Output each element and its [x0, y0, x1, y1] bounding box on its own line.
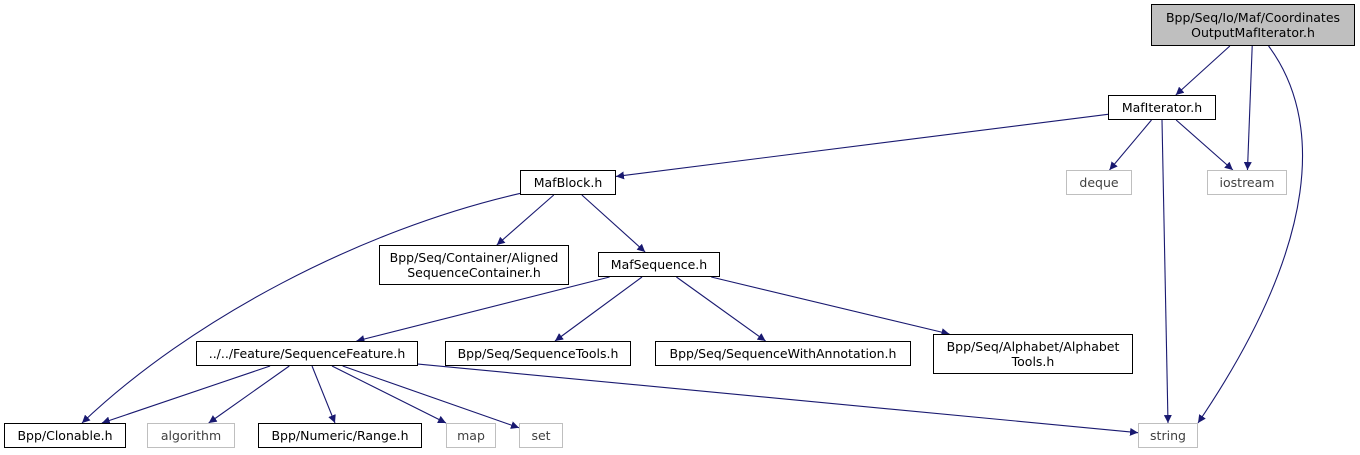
node-maf-sequence[interactable]: MafSequence.h [598, 252, 720, 277]
edge-seqfeature-to-string [417, 363, 1139, 436]
node-label-line: map [457, 428, 485, 443]
node-range[interactable]: Bpp/Numeric/Range.h [258, 423, 422, 448]
edge-seqfeature-to-range [311, 365, 336, 424]
edge-root-to-mafiter [1175, 45, 1231, 96]
edge-mafiter-to-mafblock [615, 113, 1109, 180]
node-set: set [519, 423, 563, 448]
node-label-line: MafBlock.h [533, 175, 603, 190]
edge-seqfeature-to-set [342, 365, 520, 429]
node-label-line: MafSequence.h [610, 257, 708, 272]
node-alphabet-tools[interactable]: Bpp/Seq/Alphabet/Alphabet Tools.h [933, 334, 1133, 374]
edge-mafseq-to-seqtools [554, 276, 643, 342]
node-string: string [1138, 423, 1198, 448]
edge-mafblock-to-clonable [81, 192, 521, 424]
node-algorithm: algorithm [147, 423, 235, 448]
edge-root-to-iostream [1243, 45, 1253, 171]
node-aligned-sequence-container[interactable]: Bpp/Seq/Container/Aligned SequenceContai… [379, 245, 569, 285]
edge-root-to-string [1197, 45, 1304, 424]
node-label-line: Bpp/Seq/Container/Aligned [389, 250, 559, 265]
node-label-line: Bpp/Seq/SequenceTools.h [457, 346, 619, 361]
node-iostream: iostream [1207, 170, 1287, 195]
edge-mafblock-to-mafseq [581, 194, 646, 253]
node-label-line: ../../Feature/SequenceFeature.h [208, 346, 406, 361]
node-label-line: Bpp/Seq/Io/Maf/Coordinates [1165, 10, 1341, 25]
edge-mafiter-to-deque [1109, 119, 1152, 171]
node-sequence-with-annotation[interactable]: Bpp/Seq/SequenceWithAnnotation.h [655, 341, 911, 366]
edge-seqfeature-to-algorithm [208, 365, 290, 424]
node-label-line: Bpp/Clonable.h [17, 428, 113, 443]
node-maf-iterator[interactable]: MafIterator.h [1108, 95, 1216, 120]
node-maf-block[interactable]: MafBlock.h [520, 170, 616, 195]
node-sequence-tools[interactable]: Bpp/Seq/SequenceTools.h [445, 341, 631, 366]
node-label-line: deque [1079, 175, 1119, 190]
node-label-line: SequenceContainer.h [407, 265, 541, 280]
node-label-line: iostream [1219, 175, 1275, 190]
node-label-line: Bpp/Numeric/Range.h [271, 428, 409, 443]
node-root-coordinates-output-maf-iterator[interactable]: Bpp/Seq/Io/Maf/Coordinates OutputMafIter… [1151, 4, 1355, 46]
node-deque: deque [1066, 170, 1132, 195]
node-sequence-feature[interactable]: ../../Feature/SequenceFeature.h [196, 341, 418, 366]
edge-mafiter-to-string [1161, 119, 1172, 424]
node-label-line: MafIterator.h [1121, 100, 1203, 115]
node-clonable[interactable]: Bpp/Clonable.h [4, 423, 126, 448]
edge-mafseq-to-seqfeature [356, 276, 610, 343]
node-label-line: set [531, 428, 551, 443]
node-label-line: Tools.h [1011, 354, 1055, 369]
node-label-line: OutputMafIterator.h [1191, 25, 1315, 40]
edge-mafblock-to-aligned [496, 194, 555, 246]
edge-mafseq-to-seqannot [676, 276, 766, 342]
node-label-line: string [1150, 428, 1186, 443]
node-map: map [446, 423, 496, 448]
edge-seqfeature-to-clonable [101, 365, 271, 425]
node-label-line: Bpp/Seq/SequenceWithAnnotation.h [669, 346, 897, 361]
edge-seqfeature-to-map [331, 365, 447, 424]
edge-mafiter-to-iostream [1175, 119, 1234, 171]
node-label-line: Bpp/Seq/Alphabet/Alphabet [946, 339, 1120, 354]
node-label-line: algorithm [160, 428, 222, 443]
edge-mafseq-to-alphtools [711, 276, 950, 337]
